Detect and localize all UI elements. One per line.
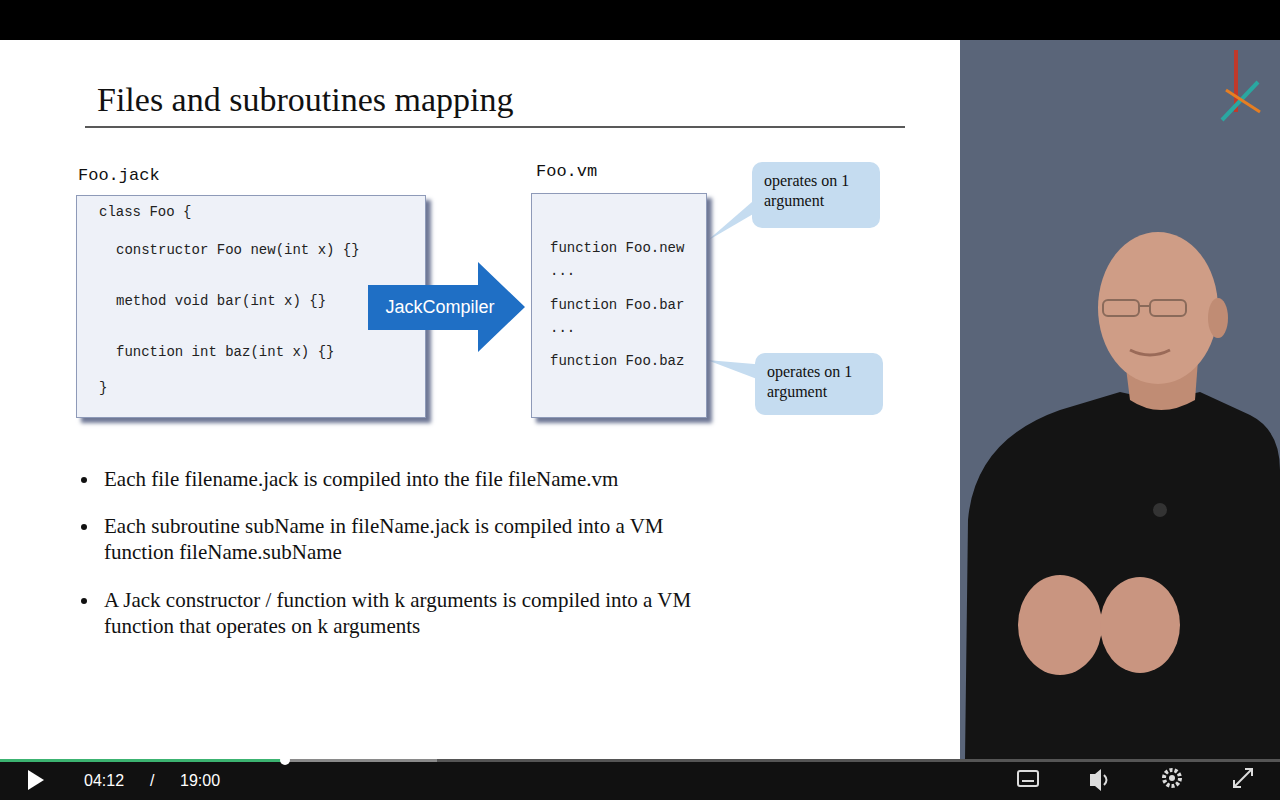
fullscreen-icon (1234, 769, 1252, 787)
bullet-dot (81, 598, 87, 604)
callout-pointer (707, 200, 754, 241)
code-line: function int baz(int x) {} (116, 343, 334, 361)
captions-icon (1018, 771, 1038, 786)
vm-line: function Foo.new (550, 239, 684, 257)
slide-title: Files and subroutines mapping (97, 80, 513, 120)
bullet-dot (81, 477, 87, 483)
progress-played (0, 759, 285, 762)
presenter-panel (960, 40, 1280, 760)
bullet-text: A Jack constructor / function with k arg… (104, 587, 694, 639)
code-line: class Foo { (99, 203, 191, 221)
callout-text: operates on 1 argument (767, 362, 873, 402)
play-icon (28, 770, 44, 790)
callout-bubble: operates on 1 argument (752, 162, 880, 228)
compiler-name: JackCompiler (385, 296, 494, 318)
volume-icon (1090, 769, 1107, 791)
bullet-text: Each subroutine subName in fileName.jack… (104, 513, 694, 565)
pointer-wedge (707, 200, 754, 241)
progress-knob (280, 755, 290, 765)
title-rule (85, 126, 905, 128)
callout-text: operates on 1 argument (764, 171, 870, 211)
vm-line: ... (550, 319, 575, 337)
vm-line: ... (550, 262, 575, 280)
pointer-wedge (707, 360, 757, 379)
course-logo (1222, 50, 1260, 120)
callout-pointer (707, 360, 757, 379)
bullet-text: Each file filename.jack is compiled into… (104, 466, 694, 492)
progress-track (0, 759, 1280, 762)
code-line: } (99, 379, 107, 397)
elapsed-time: 04:12 (84, 771, 124, 791)
vm-line: function Foo.baz (550, 352, 684, 370)
arrow-fill (368, 262, 525, 352)
callout-bubble: operates on 1 argument (755, 353, 883, 415)
bullet-dot (81, 524, 87, 530)
top-bar (0, 0, 1280, 40)
time-separator: / (150, 771, 154, 791)
code-line: constructor Foo new(int x) {} (116, 241, 360, 259)
file-name: Foo.vm (536, 162, 597, 182)
vm-file-box: Foo.vmfunction Foo.new...function Foo.ba… (531, 193, 707, 418)
slide-ground (0, 40, 960, 760)
settings-icon (1164, 770, 1180, 786)
code-line: method void bar(int x) {} (116, 292, 326, 310)
player-bar (0, 760, 1280, 800)
presenter-figure (965, 232, 1280, 760)
total-time: 19:00 (180, 771, 220, 791)
compiler-arrow: JackCompiler (368, 262, 525, 352)
progress-buffer (0, 759, 437, 762)
vm-line: function Foo.bar (550, 296, 684, 314)
file-name: Foo.jack (78, 166, 160, 186)
